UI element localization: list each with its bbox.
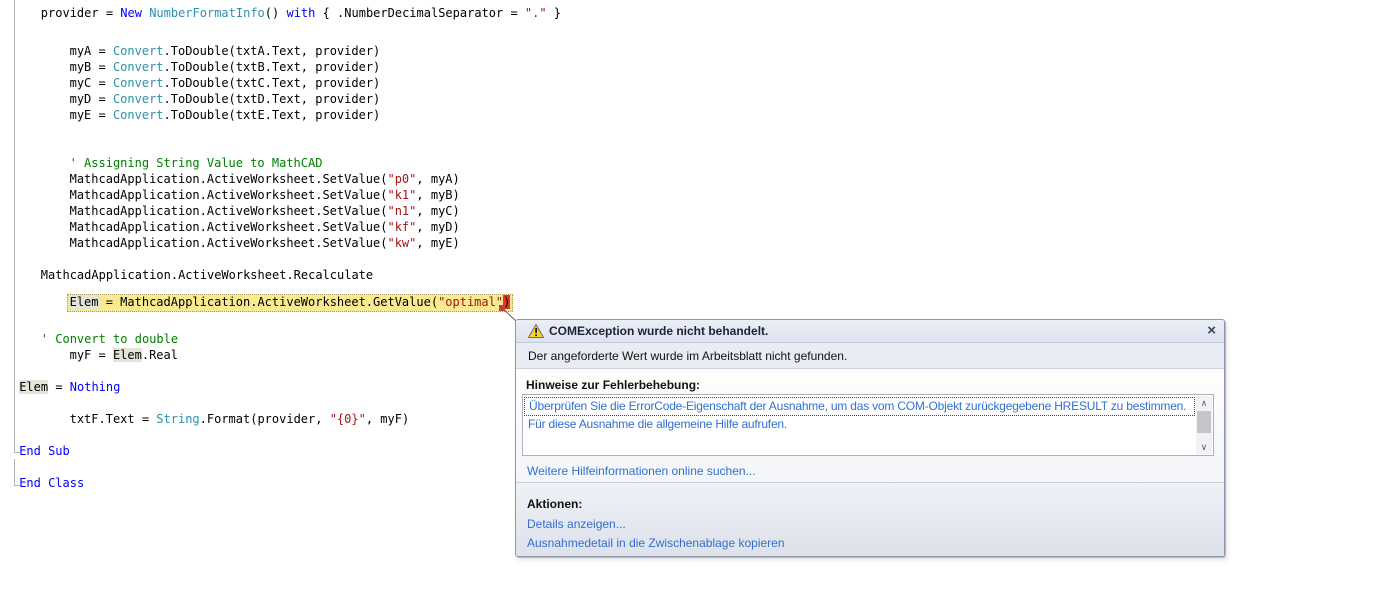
code-token: "n1" bbox=[387, 204, 416, 218]
action-link[interactable]: Details anzeigen... bbox=[527, 517, 626, 531]
code-token: "{0}" bbox=[330, 412, 366, 426]
exception-dialog: COMException wurde nicht behandelt. × De… bbox=[515, 319, 1225, 557]
code-token: , myB) bbox=[416, 188, 459, 202]
code-token: .ToDouble(txtB.Text, provider) bbox=[164, 60, 381, 74]
code-line[interactable]: End Class bbox=[19, 476, 84, 491]
code-token: Convert bbox=[113, 76, 164, 90]
exception-highlighted-code-line[interactable]: Elem = MathcadApplication.ActiveWorkshee… bbox=[67, 294, 514, 312]
code-token: NumberFormatInfo bbox=[149, 6, 265, 20]
code-token: .ToDouble(txtD.Text, provider) bbox=[164, 92, 381, 106]
action-link[interactable]: Ausnahmedetail in die Zwischenablage kop… bbox=[527, 536, 785, 550]
exception-dialog-header[interactable]: COMException wurde nicht behandelt. × bbox=[516, 320, 1224, 343]
code-line[interactable]: myA = Convert.ToDouble(txtA.Text, provid… bbox=[70, 44, 381, 59]
code-token: , myC) bbox=[416, 204, 459, 218]
code-line[interactable]: ' Convert to double bbox=[41, 332, 178, 347]
code-token: Convert bbox=[113, 60, 164, 74]
code-token: Elem bbox=[70, 295, 99, 309]
code-token: , myA) bbox=[416, 172, 459, 186]
code-line[interactable]: myE = Convert.ToDouble(txtE.Text, provid… bbox=[70, 108, 381, 123]
code-token: String bbox=[156, 412, 199, 426]
code-token: MathcadApplication.ActiveWorksheet.SetVa… bbox=[70, 220, 388, 234]
code-line[interactable]: myD = Convert.ToDouble(txtD.Text, provid… bbox=[70, 92, 381, 107]
code-token: myB = bbox=[70, 60, 113, 74]
online-help-link[interactable]: Weitere Hilfeinformationen online suchen… bbox=[527, 464, 756, 478]
exception-dialog-title: COMException wurde nicht behandelt. bbox=[549, 324, 768, 338]
code-token: "." bbox=[525, 6, 547, 20]
code-token: ' Assigning String Value to MathCAD bbox=[70, 156, 323, 170]
code-token: "p0" bbox=[387, 172, 416, 186]
code-token: } bbox=[547, 6, 561, 20]
code-token: myD = bbox=[70, 92, 113, 106]
code-token: , myD) bbox=[416, 220, 459, 234]
code-line[interactable]: MathcadApplication.ActiveWorksheet.SetVa… bbox=[70, 188, 460, 203]
code-token: { .NumberDecimalSeparator = bbox=[315, 6, 525, 20]
code-line[interactable]: provider = New NumberFormatInfo() with {… bbox=[41, 6, 561, 21]
code-token: .Format(provider, bbox=[200, 412, 330, 426]
code-token: = bbox=[48, 380, 70, 394]
scroll-up-icon[interactable]: ∧ bbox=[1196, 396, 1212, 410]
code-token: .ToDouble(txtE.Text, provider) bbox=[164, 108, 381, 122]
code-token: provider = bbox=[41, 6, 120, 20]
code-line[interactable]: ' Assigning String Value to MathCAD bbox=[70, 156, 323, 171]
exception-dialog-body: Hinweise zur Fehlerbehebung: Überprüfen … bbox=[516, 369, 1224, 482]
code-token: with bbox=[286, 6, 315, 20]
code-token: myE = bbox=[70, 108, 113, 122]
code-token: MathcadApplication.ActiveWorksheet.SetVa… bbox=[70, 236, 388, 250]
code-token: "optimal" bbox=[438, 295, 503, 309]
code-token: () bbox=[265, 6, 287, 20]
code-token: New bbox=[120, 6, 149, 20]
close-icon[interactable]: × bbox=[1207, 322, 1216, 340]
code-token: myF = bbox=[70, 348, 113, 362]
warning-icon bbox=[528, 324, 544, 341]
actions-header: Aktionen: bbox=[527, 497, 582, 511]
code-token: Elem bbox=[113, 348, 142, 362]
code-token: End Class bbox=[19, 476, 84, 490]
scroll-down-icon[interactable]: ∨ bbox=[1196, 440, 1212, 454]
code-line[interactable]: myC = Convert.ToDouble(txtC.Text, provid… bbox=[70, 76, 381, 91]
code-token: .ToDouble(txtC.Text, provider) bbox=[164, 76, 381, 90]
code-token: "kf" bbox=[387, 220, 416, 234]
code-line[interactable]: txtF.Text = String.Format(provider, "{0}… bbox=[70, 412, 410, 427]
scrollbar-thumb[interactable] bbox=[1197, 411, 1211, 433]
code-token: "kw" bbox=[387, 236, 416, 250]
code-token: MathcadApplication.ActiveWorksheet.SetVa… bbox=[70, 204, 388, 218]
code-token: MathcadApplication.ActiveWorksheet.Recal… bbox=[41, 268, 373, 282]
help-tip-link[interactable]: Für diese Ausnahme die allgemeine Hilfe … bbox=[524, 416, 1195, 433]
code-line[interactable]: myF = Elem.Real bbox=[70, 348, 178, 363]
code-token: Nothing bbox=[70, 380, 121, 394]
help-tip-link[interactable]: Überprüfen Sie die ErrorCode-Eigenschaft… bbox=[524, 397, 1195, 416]
code-line[interactable]: myB = Convert.ToDouble(txtB.Text, provid… bbox=[70, 60, 381, 75]
code-token: .Real bbox=[142, 348, 178, 362]
code-token: myC = bbox=[70, 76, 113, 90]
code-line[interactable]: End Sub bbox=[19, 444, 70, 459]
code-token: myA = bbox=[70, 44, 113, 58]
code-token: ' Convert to double bbox=[41, 332, 178, 346]
code-token: , myF) bbox=[366, 412, 409, 426]
code-token: = MathcadApplication.ActiveWorksheet.Get… bbox=[99, 295, 439, 309]
code-line[interactable]: MathcadApplication.ActiveWorksheet.SetVa… bbox=[70, 204, 460, 219]
code-token: , myE) bbox=[416, 236, 459, 250]
code-token: txtF.Text = bbox=[70, 412, 157, 426]
code-token: Convert bbox=[113, 44, 164, 58]
tips-header: Hinweise zur Fehlerbehebung: bbox=[526, 378, 700, 392]
tips-scrollbar[interactable]: ∧ ∨ bbox=[1196, 396, 1212, 454]
code-token: Convert bbox=[113, 108, 164, 122]
exception-dialog-actions: Aktionen: Details anzeigen... Ausnahmedet… bbox=[516, 482, 1224, 556]
code-line[interactable]: MathcadApplication.ActiveWorksheet.SetVa… bbox=[70, 172, 460, 187]
code-token: Elem bbox=[19, 380, 48, 394]
code-token: MathcadApplication.ActiveWorksheet.SetVa… bbox=[70, 188, 388, 202]
code-token: MathcadApplication.ActiveWorksheet.SetVa… bbox=[70, 172, 388, 186]
code-token: "k1" bbox=[387, 188, 416, 202]
code-line[interactable]: MathcadApplication.ActiveWorksheet.SetVa… bbox=[70, 220, 460, 235]
code-token: .ToDouble(txtA.Text, provider) bbox=[164, 44, 381, 58]
exception-message: Der angeforderte Wert wurde im Arbeitsbl… bbox=[516, 343, 1224, 369]
code-line[interactable]: MathcadApplication.ActiveWorksheet.SetVa… bbox=[70, 236, 460, 251]
code-token: End Sub bbox=[19, 444, 70, 458]
code-line[interactable]: Elem = Nothing bbox=[19, 380, 120, 395]
tips-listbox[interactable]: Überprüfen Sie die ErrorCode-Eigenschaft… bbox=[522, 394, 1214, 456]
code-token: Convert bbox=[113, 92, 164, 106]
code-line[interactable]: MathcadApplication.ActiveWorksheet.Recal… bbox=[41, 268, 373, 283]
